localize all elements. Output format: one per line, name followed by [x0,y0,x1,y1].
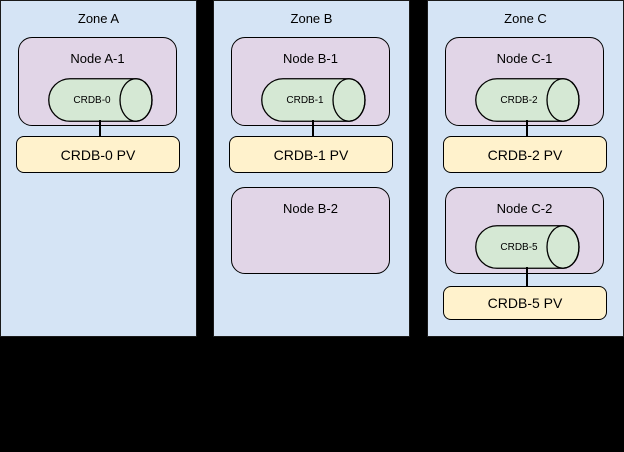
cylinder-shape [261,78,366,122]
cylinder-shape [475,78,580,122]
node-b2-title: Node B-2 [283,201,338,216]
crdb-1-cylinder: CRDB-1 [261,78,366,122]
zone-c: Zone C Node C-1 CRDB-2 CRDB-2 PV Node C-… [427,0,624,337]
node-c2-title: Node C-2 [496,201,553,216]
node-c1: Node C-1 CRDB-2 [445,37,604,126]
zone-c-title: Zone C [504,11,547,26]
zone-a: Zone A Node A-1 CRDB-0 CRDB-0 PV [0,0,197,337]
zone-b-title: Zone B [290,11,333,26]
node-b2: Node B-2 [231,187,390,274]
crdb-2-pv-label: CRDB-2 PV [487,146,563,163]
crdb-5-label: CRDB-5 [500,241,538,253]
crdb-5-cylinder: CRDB-5 [475,225,580,269]
crdb-0-cylinder: CRDB-0 [48,78,153,122]
crdb-0-label: CRDB-0 [73,94,111,106]
crdb-2-cylinder: CRDB-2 [475,78,580,122]
crdb-5-pv-label: CRDB-5 PV [487,295,563,311]
zone-a-title: Zone A [77,11,120,26]
node-a1-title: Node A-1 [70,51,125,66]
node-b1-title: Node B-1 [283,51,338,66]
node-c2: Node C-2 CRDB-5 [445,187,604,274]
crdb-0-pv-box: CRDB-0 PV [16,136,180,173]
crdb-5-pv-box: CRDB-5 PV [443,286,607,320]
cylinder-shape [475,225,580,269]
node-c1-title: Node C-1 [496,51,553,66]
crdb-2-pv-box: CRDB-2 PV [443,136,607,173]
crdb-1-pv-label: CRDB-1 PV [273,146,349,163]
crdb-2-label: CRDB-2 [500,94,538,106]
node-b1: Node B-1 CRDB-1 [231,37,390,126]
connector-node-a1-to-pv [99,120,101,137]
connector-node-c2-to-pv [526,267,528,287]
crdb-0-pv-label: CRDB-0 PV [60,146,136,163]
connector-node-c1-to-pv [526,120,528,137]
connector-node-b1-to-pv [312,120,314,137]
cylinder-shape [48,78,153,122]
crdb-1-label: CRDB-1 [286,94,324,106]
crdb-1-pv-box: CRDB-1 PV [229,136,393,173]
node-a1: Node A-1 CRDB-0 [18,37,177,126]
zone-b: Zone B Node B-1 CRDB-1 CRDB-1 PV Node B-… [213,0,410,337]
